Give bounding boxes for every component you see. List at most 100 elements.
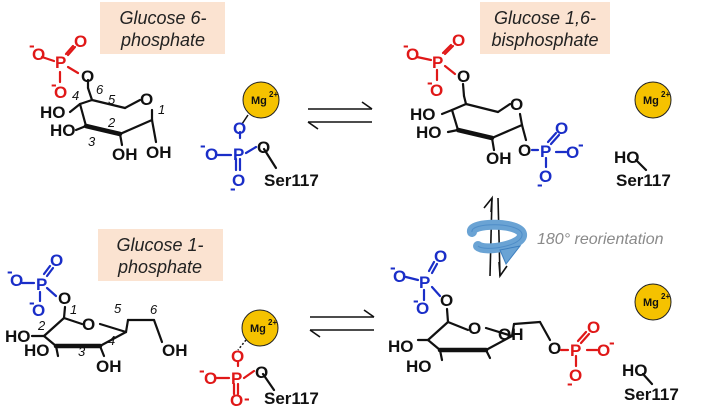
ring-oxygen: O — [82, 315, 95, 334]
charge-minus: - — [390, 258, 396, 277]
charge-minus: - — [29, 293, 35, 312]
serine-label: Ser117 — [264, 389, 319, 407]
label-line-1: Glucose 1,6- — [494, 8, 596, 28]
magnesium-charge: 2+ — [661, 90, 670, 99]
charge-minus: - — [230, 179, 236, 198]
phosphate-oxygen: O — [416, 299, 429, 318]
hydroxyl: OH — [96, 357, 122, 376]
hydroxyl: OH — [486, 149, 512, 168]
phosphate-oxygen: O — [587, 318, 600, 337]
enzyme-phosphoserine-bottom: Mg 2+ O P O - O - O Ser117 — [199, 309, 319, 407]
anomeric-oxygen: O — [58, 289, 71, 308]
ring-oxygen: O — [140, 90, 153, 109]
serine-label: Ser117 — [616, 171, 671, 190]
phosphorus: P — [419, 273, 430, 292]
charge-minus: - — [29, 36, 35, 55]
ring-number: 6 — [96, 82, 104, 97]
magnesium-label: Mg — [251, 95, 267, 107]
charge-minus: - — [51, 75, 57, 94]
ring-number: 4 — [72, 88, 79, 103]
ring-number: 3 — [88, 134, 96, 149]
phosphate-oxygen: O — [54, 83, 67, 102]
phosphate-oxygen: O — [569, 366, 582, 385]
charge-minus: - — [413, 291, 419, 310]
phosphate-oxygen: O — [232, 171, 245, 190]
phosphorus: P — [231, 369, 242, 388]
charge-minus: - — [427, 73, 433, 92]
anomeric-oxygen: O — [440, 291, 453, 310]
hydroxyl: OH — [146, 143, 172, 162]
hydroxyl: HO — [388, 337, 414, 356]
serine-label: Ser117 — [624, 385, 679, 404]
charge-minus: - — [567, 374, 573, 393]
hydroxyl: HO — [24, 341, 50, 360]
serine-oxygen: O — [255, 363, 268, 382]
hydroxyl: HO — [416, 123, 442, 142]
charge-minus: - — [199, 361, 205, 380]
phosphate-oxygen: O — [430, 81, 443, 100]
hydroxyl: HO — [5, 327, 31, 346]
phosphate-oxygen: O — [74, 32, 87, 51]
phosphate-oxygen: O — [539, 167, 552, 186]
serine-oxygen: O — [257, 138, 270, 157]
ester-oxygen: O — [548, 339, 561, 358]
ring-number: 3 — [78, 344, 86, 359]
phosphate-oxygen: O — [32, 301, 45, 320]
phosphate-oxygen: O — [406, 45, 419, 64]
phosphate-oxygen: O — [566, 143, 579, 162]
rotation-label: 180° reorientation — [537, 231, 664, 248]
equilibrium-arrow-top — [307, 101, 373, 130]
label-line-1: Glucose 1- — [116, 235, 203, 255]
label-glucose-1-phosphate: Glucose 1- phosphate — [98, 229, 223, 281]
rotation-icon: 180° reorientation — [467, 195, 664, 279]
phosphate-oxygen: O — [393, 267, 406, 286]
ring-number: 2 — [37, 318, 46, 333]
phosphate-oxygen: O — [434, 247, 447, 266]
phosphate-oxygen: O — [233, 119, 246, 138]
magnesium-label: Mg — [643, 95, 659, 107]
hydroxyl: HO — [406, 357, 432, 376]
phosphate-oxygen: O — [10, 271, 23, 290]
phosphorus: P — [432, 53, 443, 72]
ester-oxygen: O — [81, 67, 94, 86]
phosphate-oxygen: O — [452, 31, 465, 50]
hydroxyl: HO — [50, 121, 76, 140]
enzyme-phosphoserine-top: Mg 2+ O P O - O - O Ser117 — [200, 81, 319, 198]
enzyme-serine-bottom: Mg 2+ HO Ser117 — [622, 283, 679, 404]
magnesium-charge: 2+ — [269, 90, 278, 99]
phosphorus: P — [36, 275, 47, 294]
magnesium-charge: 2+ — [661, 292, 670, 301]
phosphate-oxygen: O — [204, 369, 217, 388]
charge-minus: - — [200, 136, 206, 155]
ring-number: 5 — [108, 92, 116, 107]
magnesium-label: Mg — [643, 297, 659, 309]
phosphorus: P — [233, 145, 244, 164]
ester-oxygen: O — [457, 67, 470, 86]
phosphorus: P — [540, 142, 551, 161]
label-line-1: Glucose 6- — [119, 8, 206, 28]
ring-number: 2 — [107, 115, 116, 130]
charge-minus: - — [7, 262, 13, 281]
magnesium-label: Mg — [250, 323, 266, 335]
hydroxyl: OH — [498, 325, 524, 344]
molecule-glucose-1-6-bisphosphate-reoriented: O - P O O - O O HO HO OH O — [388, 247, 615, 393]
label-line-2: phosphate — [117, 257, 202, 277]
ring-oxygen: O — [468, 319, 481, 338]
molecule-glucose-1-6-bisphosphate: O - P O O - O O HO HO OH O — [403, 31, 584, 194]
molecule-glucose-1-phosphate: O - P O O - O O HO HO OH OH 1 2 3 4 — [5, 251, 188, 376]
label-line-2: bisphosphate — [491, 30, 598, 50]
ring-number: 5 — [114, 301, 122, 316]
ring-number: 1 — [70, 302, 77, 317]
serine-label: Ser117 — [264, 171, 319, 190]
charge-minus: - — [244, 389, 250, 407]
label-glucose-1-6-bisphosphate: Glucose 1,6- bisphosphate — [480, 2, 610, 54]
ring-number: 6 — [150, 302, 158, 317]
phosphate-oxygen: O — [50, 251, 63, 270]
equilibrium-arrow-bottom — [309, 309, 375, 338]
hydroxyl: OH — [112, 145, 138, 164]
label-glucose-6-phosphate: Glucose 6- phosphate — [100, 2, 225, 54]
charge-minus: - — [609, 333, 615, 352]
ring-number: 4 — [108, 333, 115, 348]
phosphate-oxygen: O — [230, 391, 243, 407]
